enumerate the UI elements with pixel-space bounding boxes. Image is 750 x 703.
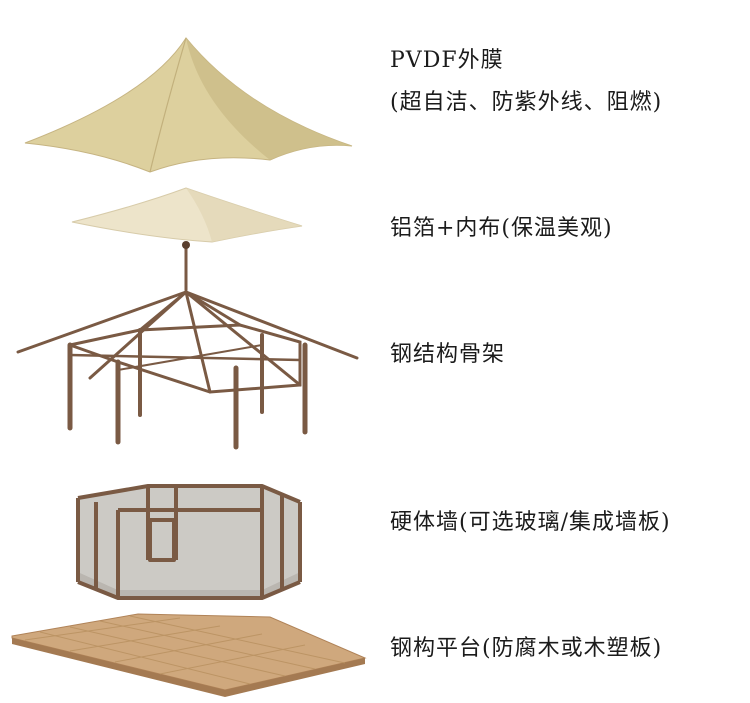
wall-front-panels: [78, 572, 300, 598]
lining-canopy-shade: [186, 188, 302, 242]
label-wall: 硬体墙(可选玻璃/集成墙板): [390, 510, 671, 535]
hard-wall-illustration: [76, 484, 302, 600]
frame-top-cap: [182, 241, 190, 249]
membrane-roof-back: [24, 37, 353, 173]
label-lining: 铝箔+内布(保温美观): [390, 216, 613, 241]
membrane-roof-shade: [186, 38, 352, 160]
label-platform: 钢构平台(防腐木或木塑板): [390, 636, 663, 661]
lining-canopy: [71, 187, 303, 243]
platform-edge: [12, 638, 365, 697]
label-membrane-line1: PVDF外膜: [390, 48, 504, 73]
label-frame: 钢结构骨架: [390, 342, 506, 367]
membrane-roof-fold: [149, 37, 187, 173]
membrane-roof-illustration: [24, 37, 353, 173]
wall-back-panels: [78, 486, 300, 590]
label-membrane-line2: (超自洁、防紫外线、阻燃): [390, 90, 663, 115]
steel-frame-illustration: [16, 241, 359, 450]
wooden-platform-illustration: [11, 613, 367, 697]
lining-illustration: [71, 187, 303, 243]
wall-door-frame: [148, 518, 176, 562]
